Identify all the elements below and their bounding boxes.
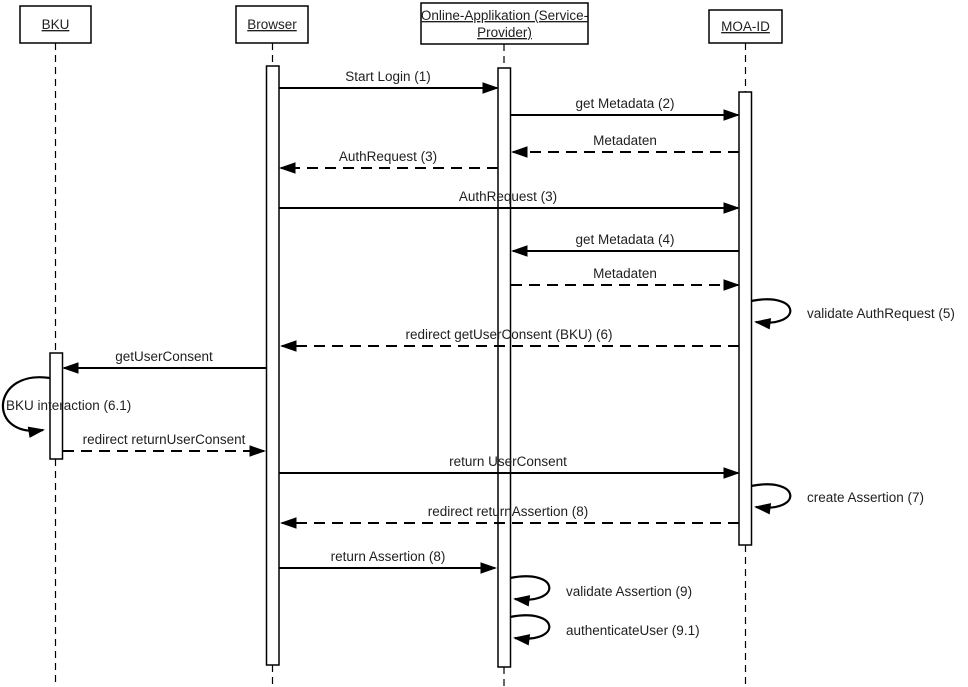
message-redirect-returnassertion: redirect returnAssertion (8) xyxy=(282,504,739,523)
message-return-assertion: return Assertion (8) xyxy=(279,549,495,568)
message-get-metadata-2-label: get Metadata (2) xyxy=(575,96,674,111)
message-create-assertion-loop xyxy=(750,483,792,507)
message-redirect-getuserconsent-label: redirect getUserConsent (BKU) (6) xyxy=(405,327,612,342)
actor-online-app-label-line2: Provider) xyxy=(477,25,532,40)
message-getuserconsent-label: getUserConsent xyxy=(115,349,213,364)
message-redirect-getuserconsent: redirect getUserConsent (BKU) (6) xyxy=(282,327,739,346)
message-bku-interaction: BKU interaction (6.1) xyxy=(1,376,131,431)
message-bku-interaction-loop xyxy=(1,376,51,431)
message-return-userconsent-label: return UserConsent xyxy=(449,454,567,469)
message-start-login-label: Start Login (1) xyxy=(345,69,431,84)
message-start-login: Start Login (1) xyxy=(279,69,497,88)
actor-browser-label: Browser xyxy=(247,17,297,32)
message-authrequest-redirect-label: AuthRequest (3) xyxy=(339,149,437,164)
message-redirect-returnassertion-label: redirect returnAssertion (8) xyxy=(428,504,589,519)
actor-browser-box xyxy=(235,5,309,44)
message-create-assertion: create Assertion (7) xyxy=(750,483,924,507)
message-metadaten-1-label: Metadaten xyxy=(593,133,657,148)
actor-moa-id-box xyxy=(708,9,783,44)
message-return-assertion-label: return Assertion (8) xyxy=(331,549,446,564)
message-redirect-returnuserconsent: redirect returnUserConsent xyxy=(63,432,264,451)
message-validate-authrequest-label: validate AuthRequest (5) xyxy=(807,306,955,321)
message-create-assertion-label: create Assertion (7) xyxy=(807,490,924,505)
message-authrequest: AuthRequest (3) xyxy=(279,189,738,208)
actor-bku-box xyxy=(19,5,92,44)
actor-moa-id: MOA-ID xyxy=(708,9,783,44)
message-return-userconsent: return UserConsent xyxy=(279,454,738,473)
message-authenticateuser-loop xyxy=(509,614,551,638)
message-authenticateuser-label: authenticateUser (9.1) xyxy=(566,623,700,638)
message-authenticateuser: authenticateUser (9.1) xyxy=(509,614,700,638)
message-get-metadata-4: get Metadata (4) xyxy=(513,232,739,251)
actor-browser: Browser xyxy=(235,5,309,44)
actor-bku: BKU xyxy=(19,5,92,44)
message-get-metadata-2: get Metadata (2) xyxy=(511,96,738,115)
message-bku-interaction-label: BKU interaction (6.1) xyxy=(6,398,131,413)
message-redirect-returnuserconsent-label: redirect returnUserConsent xyxy=(83,432,246,447)
actor-online-app-box xyxy=(420,2,589,45)
actor-bku-label: BKU xyxy=(42,17,70,32)
actor-online-app-label-line1: Online-Applikation (Service- xyxy=(421,8,588,23)
message-get-metadata-4-label: get Metadata (4) xyxy=(575,232,674,247)
message-authrequest-redirect: AuthRequest (3) xyxy=(281,149,498,168)
message-metadaten-1: Metadaten xyxy=(513,133,739,152)
message-metadaten-2: Metadaten xyxy=(511,266,738,285)
activation-moa-id xyxy=(738,91,753,546)
activation-online-app xyxy=(497,67,512,668)
message-validate-assertion-label: validate Assertion (9) xyxy=(566,584,692,599)
message-validate-authrequest-loop xyxy=(750,298,792,322)
message-validate-assertion-loop xyxy=(509,575,551,599)
activation-browser xyxy=(265,65,280,666)
actor-online-app: Online-Applikation (Service- Provider) xyxy=(420,2,589,45)
actor-moa-id-label: MOA-ID xyxy=(721,19,770,34)
message-getuserconsent: getUserConsent xyxy=(64,349,266,368)
message-authrequest-label: AuthRequest (3) xyxy=(459,189,557,204)
message-validate-authrequest: validate AuthRequest (5) xyxy=(750,298,955,322)
message-validate-assertion: validate Assertion (9) xyxy=(509,575,692,599)
activation-bku xyxy=(49,352,64,460)
message-metadaten-2-label: Metadaten xyxy=(593,266,657,281)
